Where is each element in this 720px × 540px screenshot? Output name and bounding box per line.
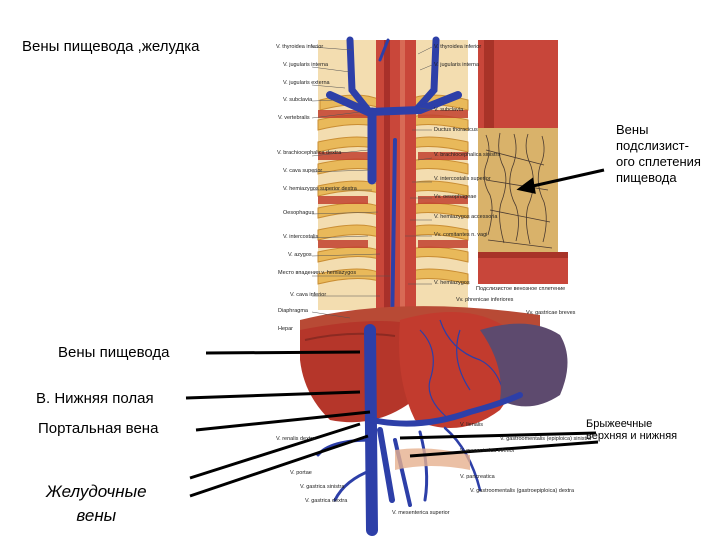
plate-label: V. brachiocephalica sinistra <box>434 152 500 158</box>
plate-label: V. intercostalis superior <box>434 176 491 182</box>
plate-label: Vv. comitantes n. vagi <box>434 232 487 238</box>
label-line: пищевода <box>616 170 716 186</box>
plate-label: Vv. oesophageae <box>434 194 476 200</box>
page-title: Вены пищевода ,желудка <box>22 38 199 55</box>
plate-label: V. jugularis externa <box>283 80 330 86</box>
plate-label: V. portae <box>290 470 312 476</box>
plate-label: V. brachiocephalica dextra <box>277 150 341 156</box>
plate-label: Oesophagus <box>283 210 314 216</box>
label-line: Брыжеечные <box>586 418 706 430</box>
plate-label: Подслизистое венозное сплетение <box>476 286 565 292</box>
plate-label: V. mesenterica superior <box>392 510 450 516</box>
plate-label: V. gastroomentalis (gastroepiploica) dex… <box>470 488 574 494</box>
plate-label: V. cava superior <box>283 168 322 174</box>
label-line: ого сплетения <box>616 154 716 170</box>
inferior-vena-cava-label: В. Нижняя полая <box>36 390 154 407</box>
plate-label: V. renalis dextra <box>276 436 315 442</box>
plate-label: V. thyroidea inferior <box>434 44 481 50</box>
esophageal-veins-label: Вены пищевода <box>58 344 170 361</box>
plate-label: V. azygos <box>288 252 312 258</box>
plate-label: V. jugularis interna <box>434 62 479 68</box>
plate-label: V. mesenterica inferior <box>460 448 515 454</box>
submucosal-plexus-panel <box>478 40 568 284</box>
plate-label: Ductus thoracicus <box>434 127 478 133</box>
plate-label: V. cava inferior <box>290 292 326 298</box>
label-line: Желудочные <box>46 480 147 504</box>
plate-label: V. subclavia <box>283 97 312 103</box>
plate-label: V. hemiazygos <box>434 280 470 286</box>
plate-label: Vv. gastricae breves <box>526 310 575 316</box>
label-line: Вены <box>616 122 716 138</box>
plate-label: V. lienalis <box>460 422 483 428</box>
submucosal-plexus-label: Вены подслизист- ого сплетения пищевода <box>616 122 716 186</box>
plate-label: Diaphragma <box>278 308 308 314</box>
plate-label: Место впадения v. hemiazygos <box>278 270 356 276</box>
label-line: подслизист- <box>616 138 716 154</box>
label-line: верхняя и нижняя <box>586 430 706 442</box>
plate-label: V. hemiazygos superior dextra <box>283 186 357 192</box>
portal-vein-label: Портальная вена <box>38 420 158 437</box>
plate-label: V. intercostalis <box>283 234 318 240</box>
plate-label: V. hemiazygos accessoria <box>434 214 497 220</box>
plate-label: V. subclavia <box>434 107 463 113</box>
plate-label: V. pancreatica <box>460 474 495 480</box>
gastric-veins-label: Желудочные вены <box>46 480 147 528</box>
plate-label: Vv. phrenicae inferiores <box>456 297 513 303</box>
plate-label: V. thyroidea inferior <box>276 44 323 50</box>
plate-label: V. jugularis interna <box>283 62 328 68</box>
plate-label: V. vertebralis <box>278 115 310 121</box>
label-line: вены <box>46 504 147 528</box>
plate-label: V. gastrica dextra <box>305 498 347 504</box>
plate-label: V. gastrica sinistra <box>300 484 344 490</box>
mesenteric-veins-label: Брыжеечные верхняя и нижняя <box>586 418 706 442</box>
plate-label: Hepar <box>278 326 293 332</box>
plate-label: V. gastroomentalis (epiploica) sinistra <box>500 436 591 442</box>
